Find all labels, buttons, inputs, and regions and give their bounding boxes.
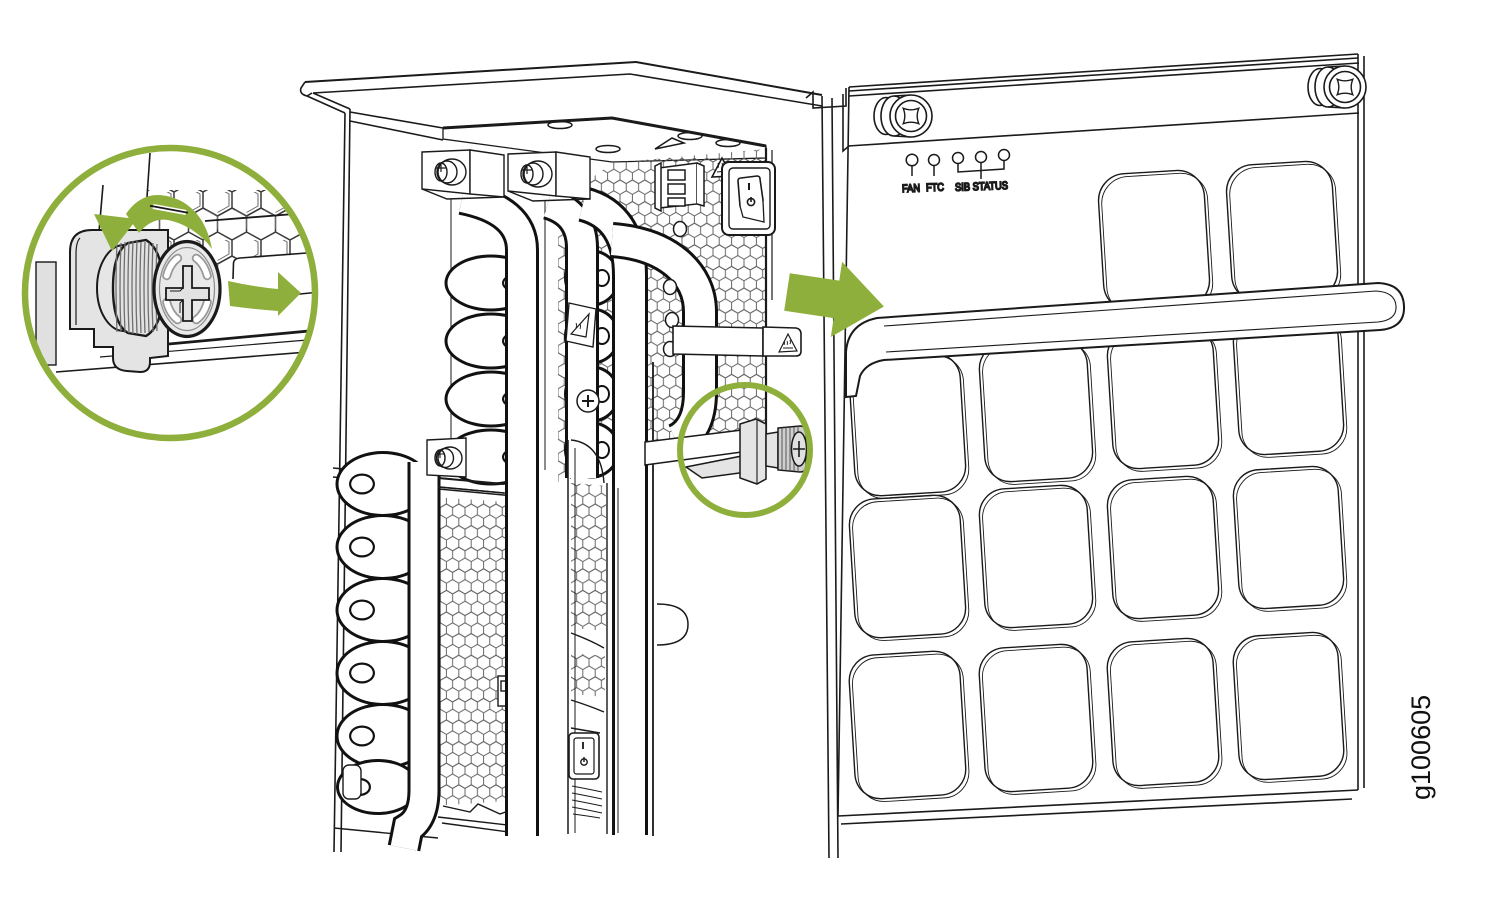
svg-text:SIB STATUS: SIB STATUS xyxy=(955,180,1008,194)
svg-text:FAN: FAN xyxy=(902,183,920,196)
svg-text:FTC: FTC xyxy=(926,182,944,195)
svg-text:g100605: g100605 xyxy=(1406,695,1436,800)
